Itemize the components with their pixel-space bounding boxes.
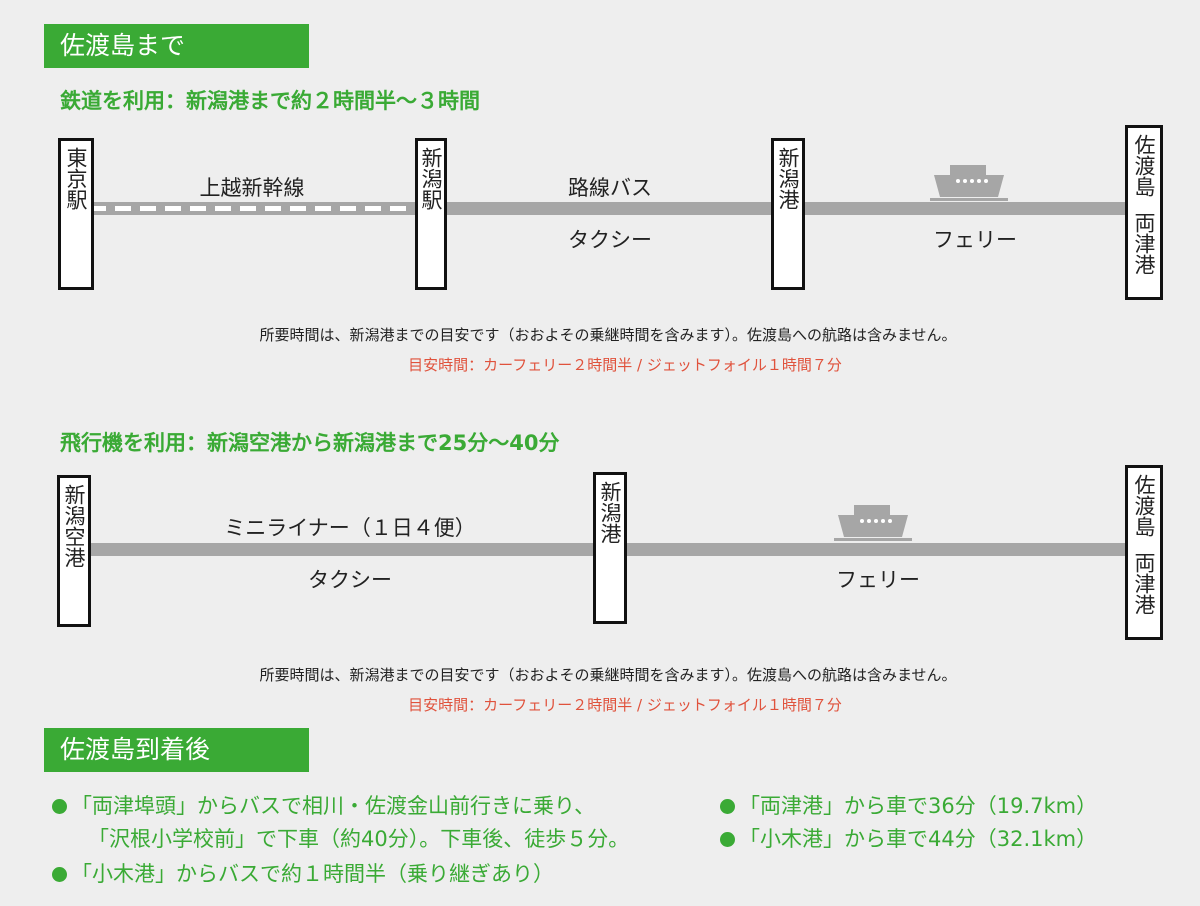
note-air-time: 目安時間：カーフェリー２時間半 / ジェットフォイル１時間７分 [408, 696, 842, 714]
ferry-line-1 [802, 202, 1128, 215]
bullet-dot-icon [52, 867, 67, 882]
note-rail: 所要時間は、新潟港までの目安です（おおよその乗継時間を含みます）。佐渡島への航路… [259, 326, 957, 344]
note-air: 所要時間は、新潟港までの目安です（おおよその乗継時間を含みます）。佐渡島への航路… [259, 666, 957, 684]
station-tokyo: 東京駅 [58, 138, 94, 290]
airport-line [90, 543, 596, 556]
label-taxi-2: タクシー [308, 568, 392, 592]
station-niigata-port-2: 新潟港 [593, 472, 627, 624]
ferry-line-2 [624, 543, 1128, 556]
list-item: 「両津埠頭」からバスで相川・佐渡金山前行きに乗り、 [52, 790, 595, 820]
list-item: 「両津港」から車で36分（19.7km） [720, 790, 1097, 820]
ferry-icon [930, 165, 1008, 201]
station-niigata: 新潟駅 [415, 138, 447, 290]
label-bus: 路線バス [568, 176, 652, 200]
route-title-air: 飛行機を利用：新潟空港から新潟港まで25分〜40分 [60, 431, 560, 455]
label-ferry-2: フェリー [836, 568, 920, 592]
bullet-dot-icon [720, 799, 735, 814]
section-header-after-arrival: 佐渡島到着後 [44, 728, 309, 772]
station-sado-ryotsu: 佐渡島 両津港 [1125, 125, 1163, 300]
list-item: 「小木港」からバスで約１時間半（乗り継ぎあり） [52, 858, 554, 888]
station-niigata-airport: 新潟空港 [57, 475, 91, 627]
list-item-continuation: 「沢根小学校前」で下車（約40分）。下車後、徒歩５分。 [88, 827, 630, 851]
label-taxi: タクシー [568, 228, 652, 252]
bullet-dot-icon [52, 799, 67, 814]
station-niigata-port: 新潟港 [771, 138, 805, 290]
route-title-rail: 鉄道を利用：新潟港まで約２時間半〜３時間 [60, 89, 480, 113]
note-rail-time: 目安時間：カーフェリー２時間半 / ジェットフォイル１時間７分 [408, 356, 842, 374]
station-sado-ryotsu-2: 佐渡島 両津港 [1125, 465, 1163, 640]
shinkansen-line [90, 202, 418, 215]
section-header-to-sado: 佐渡島まで [44, 24, 309, 68]
label-ferry: フェリー [933, 228, 1017, 252]
ferry-icon [834, 505, 912, 541]
bullet-dot-icon [720, 832, 735, 847]
bus-line [444, 202, 774, 215]
label-shinkansen: 上越新幹線 [199, 176, 305, 200]
label-mini-liner: ミニライナー（１日４便） [224, 516, 476, 540]
list-item: 「小木港」から車で44分（32.1km） [720, 823, 1097, 853]
